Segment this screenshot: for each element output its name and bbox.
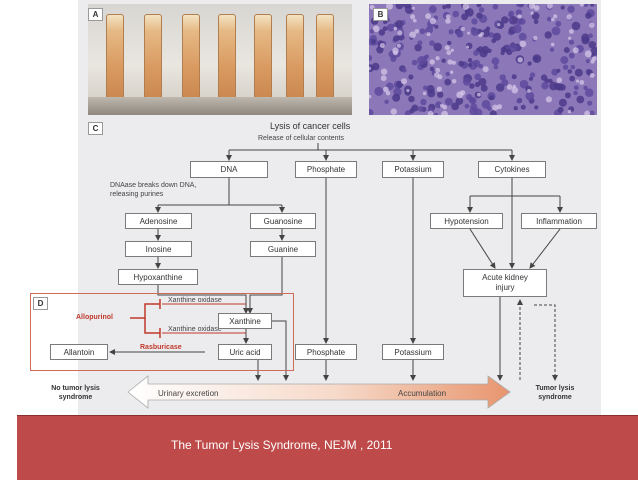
- box-potassium: Potassium: [382, 161, 444, 178]
- tls-label: Tumor lysis syndrome: [535, 385, 575, 401]
- accumulation-label: Accumulation: [398, 389, 447, 398]
- box-inflammation: Inflammation: [521, 213, 597, 229]
- box-adenosine: Adenosine: [125, 213, 192, 229]
- box-potassium-accumulated: Potassium: [382, 344, 444, 360]
- dnaase-note: DNAase breaks down DNA, releasing purine…: [110, 182, 197, 198]
- box-hypoxanthine: Hypoxanthine: [118, 269, 198, 285]
- caption-bar: [17, 415, 638, 480]
- box-xanthine: Xanthine: [218, 313, 272, 329]
- box-phosphate: Phosphate: [295, 161, 357, 178]
- panel-a-letter: A: [88, 8, 103, 21]
- slide-caption: The Tumor Lysis Syndrome, NEJM , 2011: [171, 438, 393, 452]
- xanthine-oxidase-label-2: Xanthine oxidase: [168, 326, 222, 333]
- box-cytokines: Cytokines: [478, 161, 546, 178]
- box-dna: DNA: [190, 161, 268, 178]
- urinary-excretion-label: Urinary excretion: [158, 389, 219, 398]
- box-guanine: Guanine: [250, 241, 316, 257]
- box-acute-kidney-injury: Acute kidney injury: [463, 269, 547, 297]
- xanthine-oxidase-label-1: Xanthine oxidase: [168, 297, 222, 304]
- diagram-subtitle: Release of cellular contents: [258, 135, 344, 142]
- no-tls-label: No tumor lysis syndrome: [51, 385, 100, 401]
- panel-a-photo: [88, 4, 352, 115]
- box-allantoin: Allantoin: [50, 344, 108, 360]
- panel-b-histology-image: [369, 4, 597, 115]
- box-guanosine: Guanosine: [250, 213, 316, 229]
- panel-c-letter: C: [88, 122, 103, 135]
- panel-d-letter: D: [33, 297, 48, 310]
- panel-b-letter: B: [373, 8, 388, 21]
- box-inosine: Inosine: [125, 241, 192, 257]
- panel-d-frame: [30, 293, 294, 371]
- rasburicase-label: Rasburicase: [140, 344, 182, 351]
- diagram-title: Lysis of cancer cells: [270, 121, 351, 131]
- box-uric-acid: Uric acid: [218, 344, 272, 360]
- allopurinol-label: Allopurinol: [76, 314, 113, 321]
- box-hypotension: Hypotension: [430, 213, 503, 229]
- box-phosphate-accumulated: Phosphate: [295, 344, 357, 360]
